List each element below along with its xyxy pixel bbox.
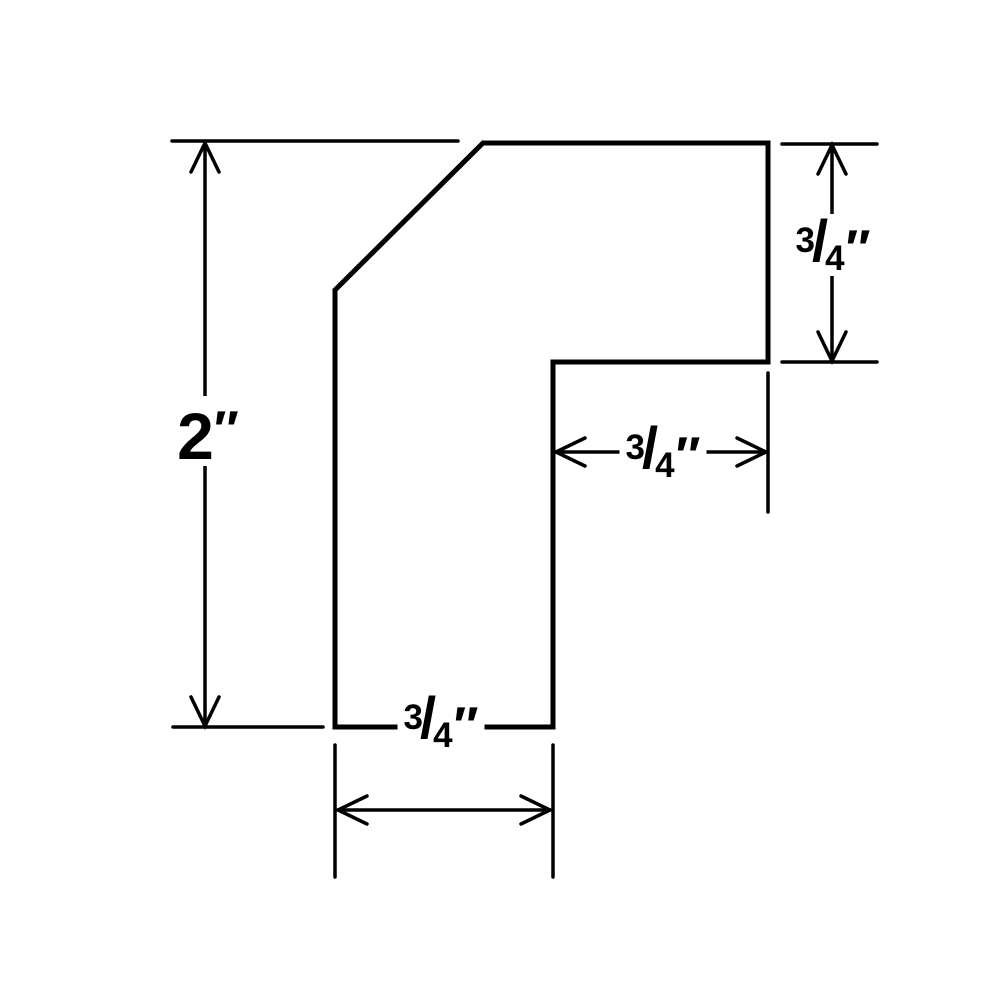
arrowhead-left [551, 436, 587, 468]
arrowhead-up [189, 138, 221, 174]
arrowhead-right [519, 794, 555, 826]
fraction-numerator: 3 [625, 427, 645, 467]
arrowhead-down [816, 330, 848, 366]
fraction-denominator: 4 [825, 238, 845, 278]
dimension-label-leg-width: 3 / 4 ″ [397, 686, 485, 755]
fraction-numerator: 3 [403, 697, 423, 737]
arrowhead-down [189, 695, 221, 731]
dimension-label-flange-thickness: 3 / 4 ″ [789, 209, 877, 278]
fraction-slash: / [811, 209, 829, 274]
profile-shape [332, 140, 771, 730]
fraction-denominator: 4 [433, 715, 453, 755]
inch-mark: ″ [213, 401, 239, 459]
inch-mark: ″ [453, 697, 479, 755]
inch-mark: ″ [675, 427, 701, 485]
arrowhead-up [816, 140, 848, 176]
extension-lines [170, 139, 879, 879]
dimension-leg-width [333, 794, 555, 826]
dimension-label-overall-height: 2 ″ [171, 396, 245, 473]
dimension-label-flange-inner-width: 3 / 4 ″ [619, 416, 707, 485]
fraction-numerator: 3 [795, 220, 815, 260]
arrowhead-right [735, 436, 771, 468]
profile-outline [332, 140, 771, 730]
fraction-slash: / [419, 686, 437, 751]
fraction-denominator: 4 [655, 445, 675, 485]
height-value: 2 [177, 399, 214, 473]
inch-mark: ″ [845, 220, 871, 278]
fraction-slash: / [641, 416, 659, 481]
arrowhead-left [333, 794, 369, 826]
